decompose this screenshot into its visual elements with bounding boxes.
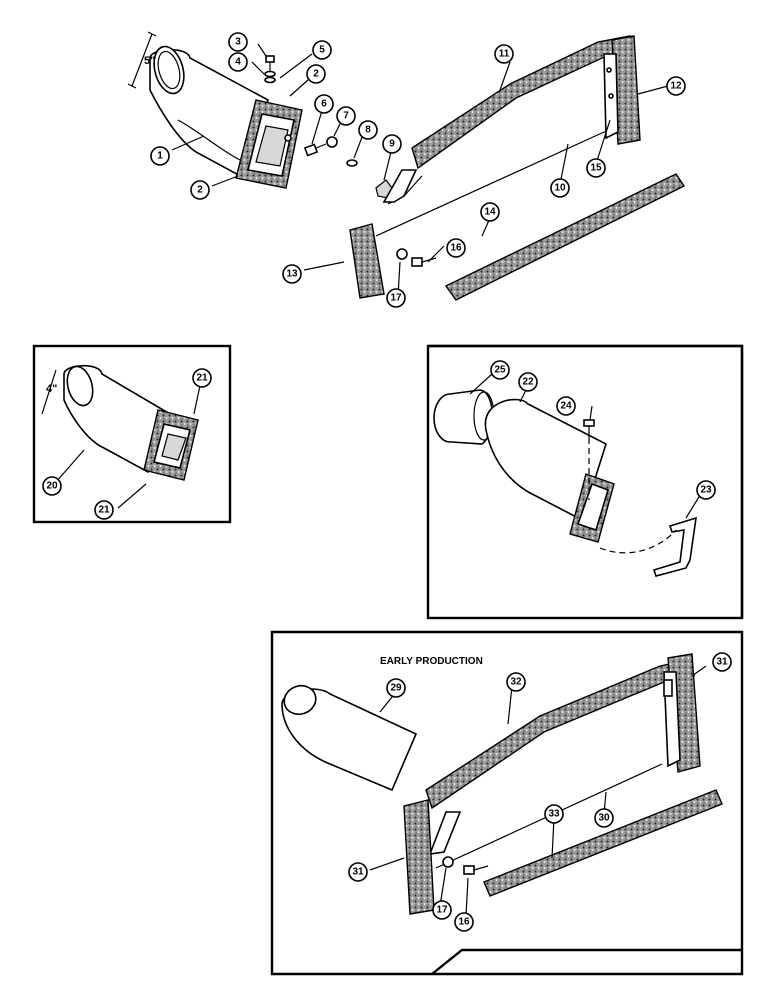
callout-13: 13 [282,264,302,284]
callout-4: 4 [228,52,248,72]
early-production-label: EARLY PRODUCTION [380,656,483,667]
svg-text:14: 14 [484,207,496,218]
callout-6: 6 [314,94,334,114]
callout-17: 17 [386,288,406,308]
svg-text:4: 4 [235,57,241,68]
svg-text:30: 30 [598,813,610,824]
svg-text:12: 12 [670,81,682,92]
svg-text:5: 5 [319,45,325,56]
svg-text:31: 31 [716,657,728,668]
callout-31a: 31 [712,652,732,672]
svg-text:24: 24 [560,401,572,412]
svg-text:22: 22 [522,377,534,388]
callout-30: 30 [594,808,614,828]
svg-text:2: 2 [313,69,319,80]
svg-text:33: 33 [548,809,560,820]
svg-text:25: 25 [494,365,506,376]
callout-16b: 16 [454,912,474,932]
svg-text:7: 7 [343,111,349,122]
inset-ring-duct [426,344,744,620]
main-duct-dimension: 5" [144,55,155,67]
svg-text:1: 1 [157,151,163,162]
callout-10: 10 [550,178,570,198]
svg-text:3: 3 [235,37,241,48]
svg-text:21: 21 [98,505,110,516]
svg-text:21: 21 [196,373,208,384]
callout-16: 16 [446,238,466,258]
svg-text:15: 15 [590,163,602,174]
callout-21b: 21 [94,500,114,520]
callout-31b: 31 [348,862,368,882]
callout-12: 12 [666,76,686,96]
callout-25: 25 [490,360,510,380]
callout-3: 3 [228,32,248,52]
svg-text:2: 2 [197,185,203,196]
callout-15: 15 [586,158,606,178]
svg-text:16: 16 [458,917,470,928]
callout-8: 8 [358,120,378,140]
svg-text:32: 32 [510,677,522,688]
callout-32: 32 [506,672,526,692]
svg-text:17: 17 [390,293,402,304]
callout-1: 1 [150,146,170,166]
inset-duct-dimension: 4" [46,383,57,395]
svg-text:8: 8 [365,125,371,136]
main-duct-assembly: 5" [127,31,393,199]
callout-33: 33 [544,804,564,824]
svg-text:16: 16 [450,243,462,254]
callout-11: 11 [494,44,514,64]
svg-text:17: 17 [436,905,448,916]
callout-7: 7 [336,106,356,126]
inset-small-duct: 4" [32,344,232,524]
svg-text:20: 20 [46,481,58,492]
callout-20: 20 [42,476,62,496]
callout-17b: 17 [432,900,452,920]
svg-text:29: 29 [390,683,402,694]
callout-22: 22 [518,372,538,392]
callout-14: 14 [480,202,500,222]
callout-5: 5 [312,40,332,60]
svg-text:9: 9 [389,139,395,150]
seal-frame-assembly [349,35,686,301]
svg-text:6: 6 [321,99,327,110]
svg-text:31: 31 [352,867,364,878]
svg-text:13: 13 [286,269,298,280]
svg-text:11: 11 [499,49,510,60]
callout-23: 23 [696,480,716,500]
svg-text:23: 23 [700,485,712,496]
callout-2a: 2 [190,180,210,200]
svg-text:10: 10 [554,183,566,194]
callout-2b: 2 [306,64,326,84]
callout-29: 29 [386,678,406,698]
callout-24: 24 [556,396,576,416]
callout-21a: 21 [192,368,212,388]
callout-9: 9 [382,134,402,154]
early-production-panel: EARLY PRODUCTION [270,630,744,976]
